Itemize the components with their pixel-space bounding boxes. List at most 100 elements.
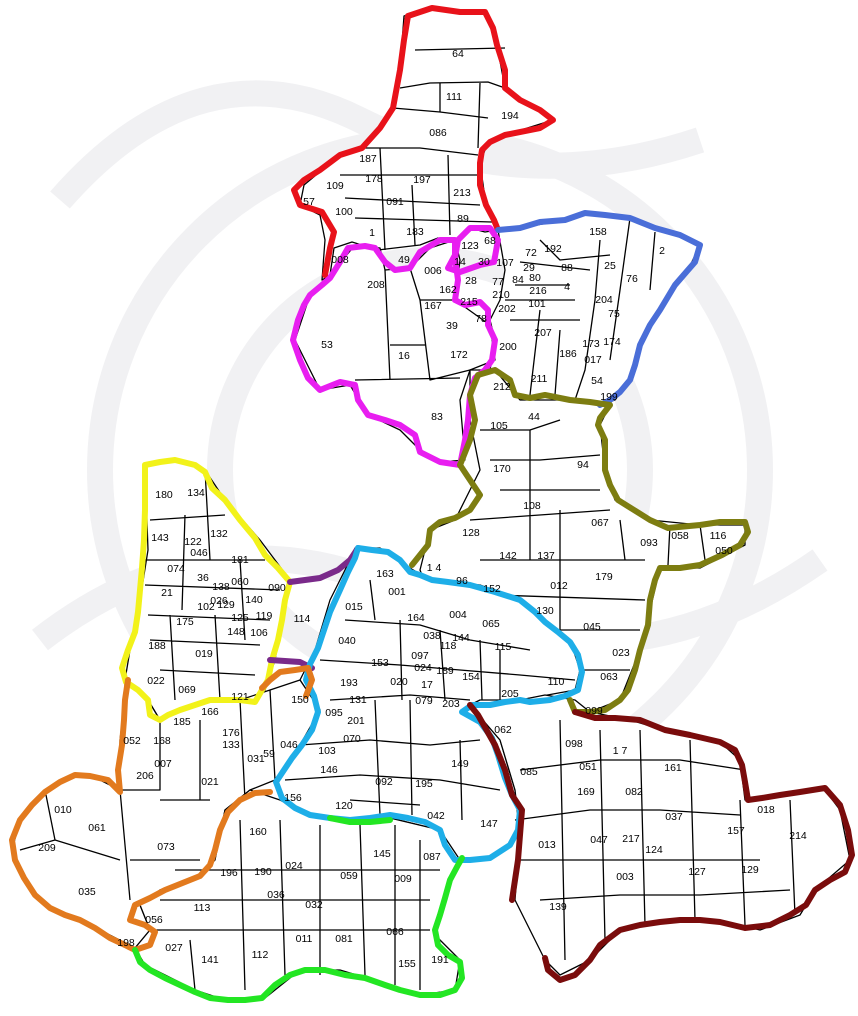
parcel-label: 216 [529, 285, 547, 297]
parcel-label: 208 [367, 279, 385, 291]
parcel-label: 160 [249, 826, 267, 838]
parcel-label: 164 [407, 612, 425, 624]
parcel-label: 120 [335, 800, 353, 812]
parcel-label: 166 [201, 706, 219, 718]
parcel-label: 100 [335, 206, 353, 218]
parcel-label: 174 [603, 336, 621, 348]
parcel-label: 017 [584, 354, 602, 366]
parcel-label: 027 [165, 942, 183, 954]
parcel-label: 186 [559, 348, 577, 360]
parcel-label: 112 [252, 949, 269, 961]
parcel-label: 141 [201, 954, 219, 966]
parcel-label: 065 [482, 618, 500, 630]
parcel-label: 058 [671, 530, 689, 542]
parcel-label: 14 [454, 256, 466, 268]
parcel-label: 214 [789, 830, 807, 842]
parcel-label: 53 [321, 339, 333, 351]
parcel-label: 086 [429, 127, 447, 139]
parcel-label: 149 [451, 758, 469, 770]
parcel-label: 015 [345, 601, 363, 613]
parcel-label: 140 [245, 594, 263, 606]
parcel-label: 109 [326, 180, 344, 192]
parcel-label: 115 [495, 641, 512, 653]
parcel-label: 83 [431, 411, 443, 423]
parcel-label: 062 [494, 724, 512, 736]
parcel-label: 172 [450, 349, 468, 361]
parcel-label: 079 [415, 695, 433, 707]
parcel-label: 206 [136, 770, 154, 782]
parcel-label: 193 [340, 677, 358, 689]
parcel-label: 36 [197, 572, 209, 584]
parcel-label: 134 [187, 487, 205, 499]
parcel-label: 80 [529, 272, 541, 284]
parcel-label: 074 [167, 563, 185, 575]
zone-boundary-maroon [467, 702, 855, 983]
parcel-label: 024 [285, 860, 303, 872]
parcel-label: 123 [461, 240, 479, 252]
parcel-label: 179 [595, 571, 613, 583]
parcel-label: 024 [414, 662, 432, 674]
parcel-label: 211 [531, 373, 548, 385]
parcel-label: 063 [600, 671, 618, 683]
parcel-label: 154 [462, 671, 480, 683]
parcel-label: 147 [480, 818, 498, 830]
parcel-label: 118 [440, 640, 457, 652]
parcel-label: 060 [231, 576, 249, 588]
parcel-label: 101 [528, 298, 546, 310]
parcel-label: 88 [561, 262, 573, 274]
parcel-label: 040 [338, 635, 356, 647]
parcel-label: 25 [604, 260, 616, 272]
parcel-label: 21 [161, 587, 173, 599]
parcel-label: 069 [178, 684, 196, 696]
parcel-label: 107 [496, 257, 514, 269]
parcel-label: 49 [398, 254, 410, 266]
parcel-label: 125 [231, 612, 249, 624]
parcel-label: 200 [499, 341, 517, 353]
parcel-label: 081 [335, 933, 353, 945]
parcel-label: 209 [38, 842, 56, 854]
parcel-label: 050 [715, 545, 733, 557]
parcel-label: 045 [583, 621, 601, 633]
parcel-label: 156 [284, 792, 302, 804]
parcel-label: 116 [710, 530, 727, 542]
parcel-label: 110 [548, 676, 565, 688]
parcel-label: 047 [590, 834, 608, 846]
parcel-label: 28 [465, 275, 477, 287]
parcel-label: 023 [612, 647, 630, 659]
parcel-label: 145 [373, 848, 391, 860]
parcel-label: 067 [591, 517, 609, 529]
parcel-label: 036 [267, 889, 285, 901]
parcel-label: 026 [210, 595, 228, 607]
parcel-label: 178 [365, 173, 383, 185]
parcel-label: 196 [220, 867, 238, 879]
parcel-label: 132 [210, 528, 228, 540]
parcel-label: 082 [625, 786, 643, 798]
parcel-label: 009 [394, 873, 412, 885]
parcel-label: 129 [217, 599, 235, 611]
parcel-label: 187 [359, 153, 377, 165]
parcel-label: 103 [318, 745, 336, 757]
parcel-label: 190 [254, 866, 272, 878]
parcel-label: 213 [453, 187, 471, 199]
zone-boundary-olive-west [409, 462, 483, 568]
parcel-label: 54 [591, 375, 603, 387]
parcel-label: 205 [501, 688, 519, 700]
parcel-label: 180 [155, 489, 173, 501]
parcel-label: 207 [534, 327, 552, 339]
parcel-label: 137 [537, 550, 555, 562]
parcel-label: 022 [147, 675, 165, 687]
parcel-label: 011 [296, 933, 313, 945]
parcel-label: 4 [564, 281, 570, 293]
parcel-label: 143 [151, 532, 169, 544]
parcel-label: 035 [78, 886, 96, 898]
parcel-label: 046 [190, 547, 208, 559]
zone-boundary-green [132, 815, 465, 1003]
parcel-label: 188 [148, 640, 166, 652]
parcel-label: 195 [415, 778, 433, 790]
parcel-label: 192 [544, 243, 562, 255]
parcel-label: 176 [222, 727, 240, 739]
parcel-label: 189 [436, 665, 454, 677]
parcel-label: 004 [449, 609, 467, 621]
